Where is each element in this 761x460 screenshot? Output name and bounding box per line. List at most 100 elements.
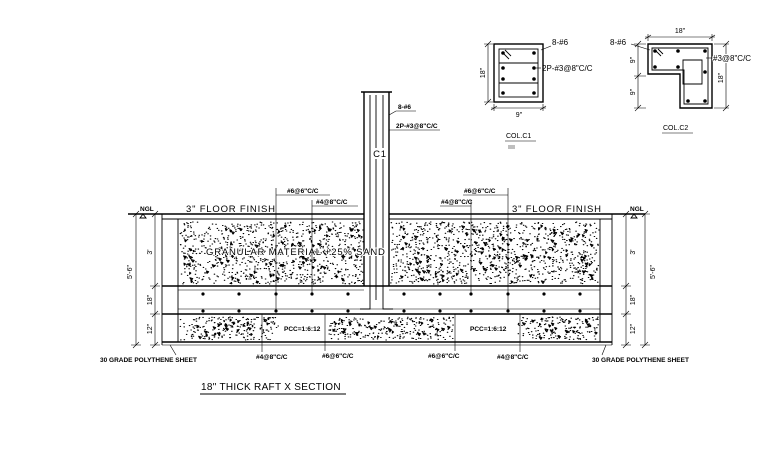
left-raft-depth-label: 18" [147,294,154,305]
rebar-dot [237,292,241,296]
top-callout-left-inner-label: #4@8"C/C [316,199,348,206]
rebar-dot [402,292,406,296]
rebar-dot [201,292,205,296]
pcc-middle-texture [328,316,454,341]
rebar-dot [346,292,350,296]
c1-rebar-dots [501,51,536,95]
rebar-dot [438,309,442,313]
c2-ties-label: #3@8"C/C [713,54,751,63]
rebar-dot [402,309,406,313]
sheet-right-leader [601,344,607,356]
c1-main-bars-label: 8-#6 [552,38,569,47]
c1-dimension-lines [484,40,547,111]
rebar-dot [578,309,582,313]
pcc-left-label: PCC=1:6:12 [284,326,321,333]
right-dimension-lines [621,210,650,349]
bottom-callout-2-label: #6@6"C/C [322,353,354,360]
c2-width-label: 18" [675,28,686,35]
rebar-dot [201,309,205,313]
drawing-title: 18" THICK RAFT X SECTION [201,382,341,393]
rebar-dot [653,65,657,69]
pcc-right-texture [517,316,599,341]
rebar-dot [703,99,707,103]
c2-outline [647,43,713,109]
rebar-dot [532,77,536,81]
c1-title: COL.C1 [506,133,531,140]
c1-tie-outline [498,48,539,98]
right-fill-depth-label: 3' [630,249,637,254]
column-mark-background [373,148,387,159]
rebar-dot [703,70,707,74]
c1-main-bars-leader [540,45,552,51]
floor-finish-right-label: 3" FLOOR FINISH [512,204,602,215]
column-c1-bars [360,95,393,310]
top-callout-left-outer-label: #6@6"C/C [287,188,319,195]
rebar-dot [532,66,536,70]
sheet-right-label: 30 GRADE POLYTHENE SHEET [592,357,689,364]
rebar-dot [346,309,350,313]
rebar-dot [578,292,582,296]
rebar-dot [703,49,707,53]
granular-fill-right-texture [390,221,600,285]
top-callout-right-outer-label: #6@6"C/C [464,188,496,195]
c1-depth-label: 18" [480,67,487,78]
ngl-right-label: NGL [630,206,644,213]
c1-tie-lines [499,49,538,84]
top-callout-right-inner-leader [440,200,472,294]
c1-width-label: 9" [516,112,523,119]
ngl-right-marker-icon [630,213,638,219]
rebar-dot [501,77,505,81]
column-ties-label: 2P-#3@8"C/C [396,123,438,130]
sheet-left-leader [169,344,177,356]
top-callout-right-inner-label: #4@8"C/C [441,199,473,206]
column-c1-detail: 18" 9" 8-#6 2P-#3@8"C/C COL.C1 [480,38,593,149]
bottom-callout-leaders [261,314,521,352]
fill-material-label: GRANULAR MATERIAL +25% SAND [206,247,386,258]
c2-main-bars-label: 8-#6 [610,38,627,47]
c2-title: COL.C2 [663,125,688,132]
floor-finish-left-label: 3" FLOOR FINISH [186,204,276,215]
left-dimension-lines [131,210,160,349]
rebar-dot [542,309,546,313]
rebar-dot [501,66,505,70]
pcc-left-texture [179,316,280,341]
c2-tie-outline [651,47,709,105]
column-c1-edges [361,91,392,286]
c1-ties-label: 2P-#3@8"C/C [542,64,593,73]
right-raft-depth-label: 18" [630,294,637,305]
top-callout-left-outer-leader [275,188,330,311]
bottom-callout-3-label: #6@6"C/C [428,353,460,360]
rebar-dot [501,51,505,55]
c2-upper-leg-label: 9" [630,56,637,63]
left-total-depth-label: 5'-6" [127,265,134,279]
rebar-dot [686,99,690,103]
left-pcc-depth-label: 12" [147,323,154,334]
column-mark-label: C1 [373,149,387,160]
ngl-left-marker-icon [139,213,147,219]
bottom-callout-4-label: #4@8"C/C [497,354,529,361]
sheet-left-label: 30 GRADE POLYTHENE SHEET [100,357,197,364]
c2-main-bars-leader [630,43,651,51]
c2-lower-leg-label: 9" [630,88,637,95]
left-fill-depth-label: 3' [147,249,154,254]
top-callout-right-outer-leader [463,188,509,311]
top-callout-left-inner-leader [311,200,358,294]
rebar-dot [532,91,536,95]
c2-dimension-lines [634,34,730,112]
ngl-left-label: NGL [140,206,154,213]
column-c2-detail: 18" 9" 9" 18" 8-#6 #3@8"C/C COL.C2 [610,28,752,134]
rebar-dot [469,309,473,313]
rebar-dot [676,49,680,53]
right-pcc-depth-label: 12" [630,323,637,334]
bottom-callout-1-label: #4@8"C/C [256,354,288,361]
column-main-bars-leader [388,110,416,116]
rebar-dot [653,49,657,53]
rebar-dot [237,309,241,313]
rebar-dot [676,65,680,69]
c2-depth-label: 18" [718,72,725,83]
rebar-dot [542,292,546,296]
rebar-dot [532,51,536,55]
pcc-right-label: PCC=1:6:12 [470,326,507,333]
